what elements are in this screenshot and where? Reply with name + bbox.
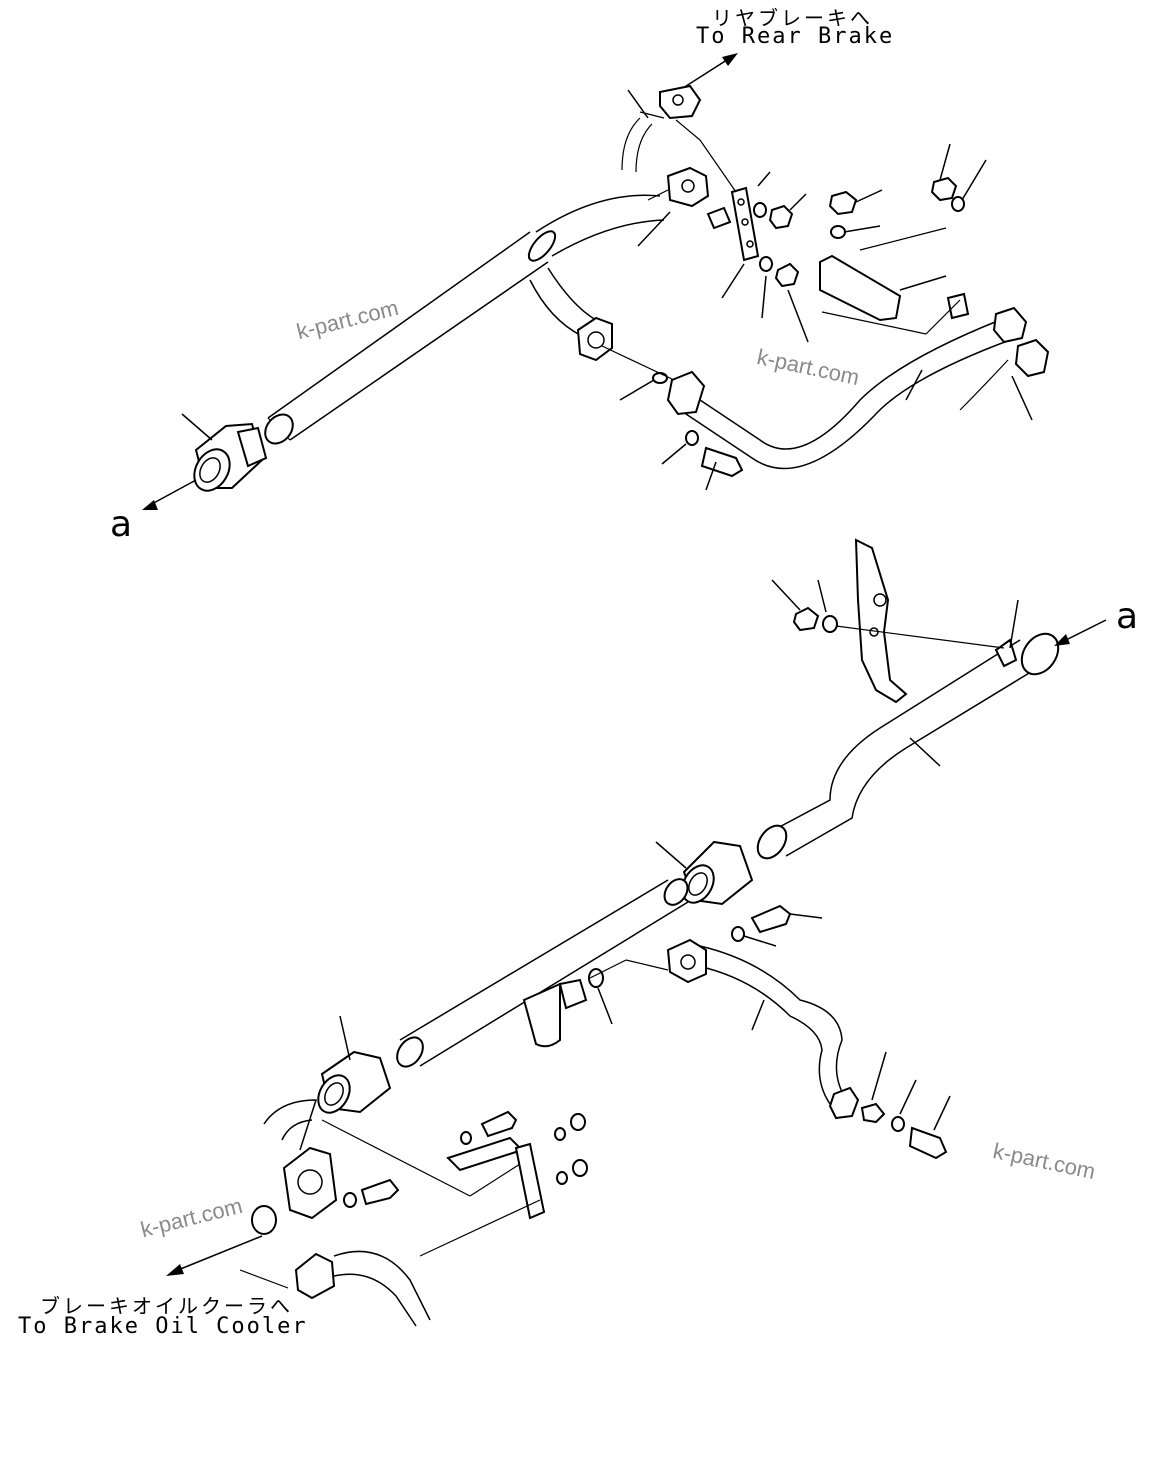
leader-lines-top — [181, 89, 1033, 491]
brake-oil-cooler-label-jp: ブレーキオイルクーラへ — [40, 1294, 293, 1318]
lower-hose — [396, 878, 689, 1068]
lower-clamp-fitting — [317, 1050, 392, 1114]
mid-clamp-fitting — [681, 840, 754, 906]
lower-bracket — [446, 1110, 588, 1220]
bolt-washer-lower — [588, 904, 948, 1160]
cooler-tube — [294, 1250, 431, 1327]
bracket-plate — [706, 186, 760, 262]
lower-brake-tube — [666, 938, 860, 1120]
mounting-plate — [854, 538, 908, 704]
rear-brake-label-jp: リヤブレーキへ — [712, 6, 873, 30]
arrow-rear-brake — [682, 53, 738, 89]
right-bracket — [819, 176, 965, 322]
arrow-to-a-top — [142, 479, 197, 510]
rear-brake-tube-upper — [621, 84, 702, 173]
upper-hose — [264, 194, 665, 445]
arrow-brake-oil-cooler — [166, 1235, 263, 1276]
leader-lines-bottom — [239, 579, 1019, 1289]
connector-label-a-left: a — [110, 504, 133, 545]
elbow-flange — [251, 1099, 400, 1235]
brake-oil-cooler-label-en: To Brake Oil Cooler — [18, 1314, 308, 1339]
arrow-from-a-right — [1054, 619, 1107, 646]
nut-washer-set — [753, 202, 800, 288]
lower-main-pipe — [756, 632, 1060, 860]
upper-flange — [647, 166, 710, 208]
upper-clamp-fitting — [193, 422, 268, 492]
rear-brake-label-en: To Rear Brake — [696, 24, 895, 49]
nut-washer-mid — [792, 606, 838, 633]
branch-pipe — [529, 267, 613, 362]
connector-label-a-right: a — [1116, 596, 1139, 637]
right-brake-tube — [666, 292, 1050, 470]
